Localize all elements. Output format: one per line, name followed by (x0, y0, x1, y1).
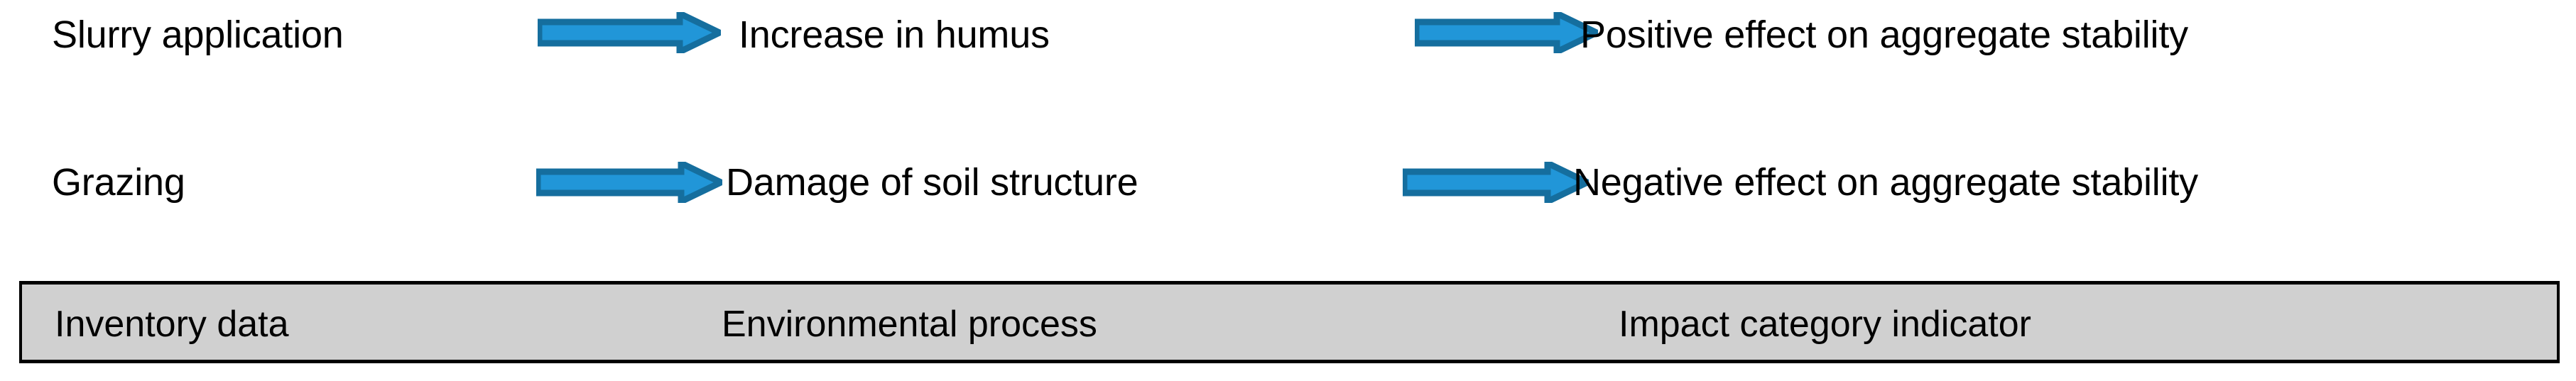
legend-column-inventory-data: Inventory data (55, 304, 289, 345)
flow-node-inventory-grazing: Grazing (52, 161, 185, 204)
right-arrow-icon (538, 12, 721, 53)
flow-node-process-humus: Increase in humus (739, 13, 1050, 56)
right-arrow-shape (1403, 162, 1589, 203)
flow-node-process-soil-structure: Damage of soil structure (726, 161, 1138, 204)
legend-column-environmental-process: Environmental process (722, 304, 1097, 345)
right-arrow-shape (538, 12, 721, 53)
right-arrow-shape (1415, 12, 1598, 53)
right-arrow-icon (1403, 162, 1589, 203)
right-arrow-shape (536, 162, 722, 203)
right-arrow-icon (536, 162, 722, 203)
flow-node-impact-negative: Negative effect on aggregate stability (1573, 161, 2198, 204)
flow-node-inventory-slurry: Slurry application (52, 13, 344, 56)
flow-node-impact-positive: Positive effect on aggregate stability (1580, 13, 2188, 56)
right-arrow-icon (1415, 12, 1598, 53)
legend-column-impact-category-indicator: Impact category indicator (1619, 304, 2031, 345)
legend-bar: Inventory data Environmental process Imp… (19, 281, 2560, 363)
